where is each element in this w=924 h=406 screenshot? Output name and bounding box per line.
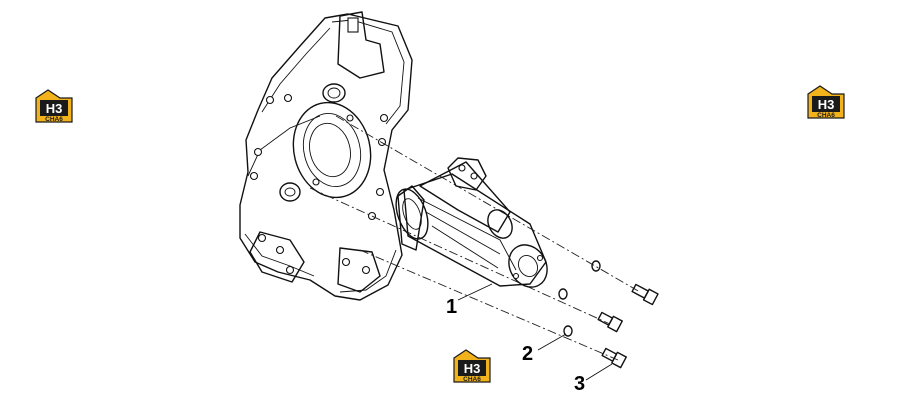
logo-mark-text: H3 <box>818 97 835 112</box>
watermark-logo-bottom: H3 CHA6 <box>453 349 491 383</box>
flywheel-housing <box>239 11 413 301</box>
logo-mark-text: H3 <box>46 101 63 116</box>
callout-label-1: 1 <box>446 296 457 318</box>
washer <box>558 260 601 337</box>
bolt <box>597 283 659 369</box>
callout-2: 2 <box>522 333 567 365</box>
logo-mark-text: H3 <box>464 361 481 376</box>
logo-brand-text: CHA6 <box>817 112 835 119</box>
callout-label-3: 3 <box>574 373 585 395</box>
logo-brand-text: CHA6 <box>45 116 63 123</box>
callout-1: 1 <box>446 283 493 318</box>
watermark-logo-left: H3 CHA6 <box>35 89 73 123</box>
callout-label-2: 2 <box>522 343 533 365</box>
watermark-logo-right: H3 CHA6 <box>807 85 845 119</box>
assembly-center-lines <box>309 115 641 361</box>
starter-motor <box>395 157 548 288</box>
logo-brand-text: CHA6 <box>463 376 481 383</box>
callout-3: 3 <box>574 363 613 395</box>
